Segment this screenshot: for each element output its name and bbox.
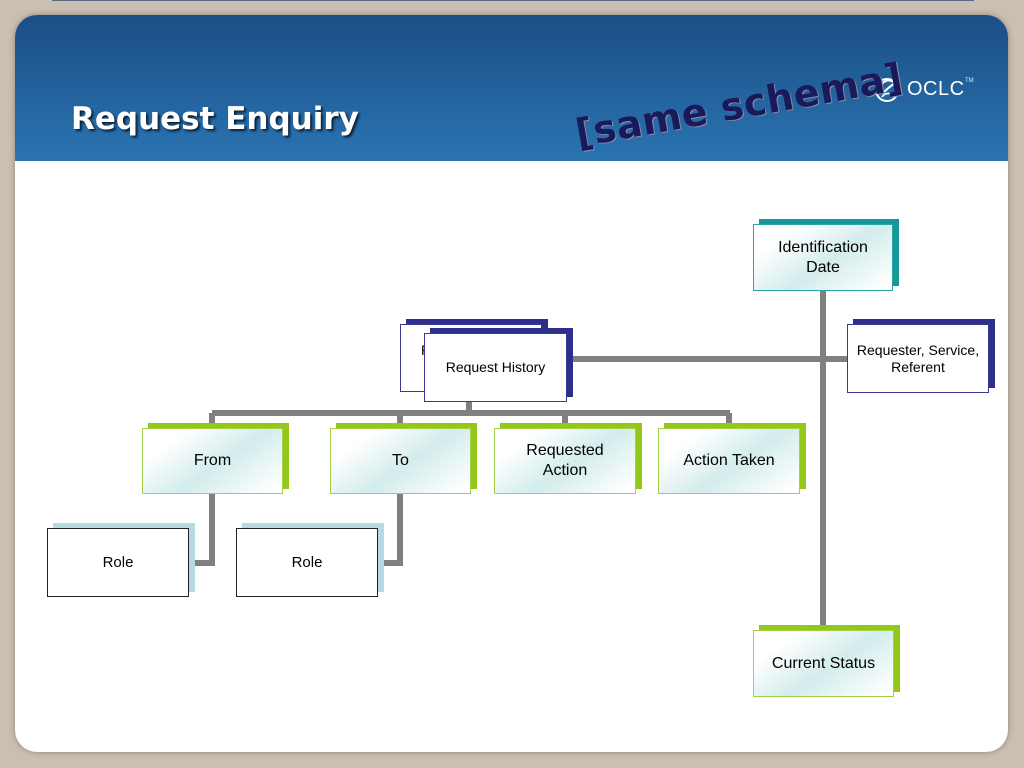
node-request-history-label: Request History	[445, 359, 546, 375]
oclc-globe-icon	[875, 78, 899, 102]
node-to-label: To	[392, 452, 409, 469]
oclc-logo: OCLC TM	[873, 73, 983, 107]
node-requester-label: Requester, Service, Referent	[856, 341, 980, 375]
node-requested-action-label: Requested Action	[526, 442, 604, 479]
node-requested-action: Requested Action	[494, 428, 636, 494]
node-role-to: Role	[236, 528, 378, 597]
node-identification-date-label: Identification Date	[778, 238, 868, 276]
node-to: To	[330, 428, 471, 494]
to-role-connector	[382, 494, 403, 566]
node-role-from: Role	[47, 528, 189, 597]
slide-title: Request Enquiry	[71, 101, 359, 137]
node-request-history: Request History	[424, 333, 567, 402]
node-requester-service-referent: Requester, Service, Referent	[847, 324, 989, 393]
node-identification-date: Identification Date	[753, 224, 893, 291]
title-banner	[15, 15, 1008, 161]
oclc-trademark: TM	[965, 78, 974, 84]
node-role-from-label: Role	[102, 553, 134, 571]
oclc-logo-text: OCLC	[907, 78, 965, 100]
node-role-to-label: Role	[291, 553, 323, 571]
node-from-label: From	[193, 452, 232, 469]
node-current-status-label: Current Status	[771, 654, 876, 672]
node-action-taken: Action Taken	[658, 428, 800, 494]
node-action-taken-label: Action Taken	[683, 452, 775, 469]
from-role-connector	[193, 494, 215, 566]
frame-top-line	[52, 0, 974, 1]
node-from: From	[142, 428, 283, 494]
node-current-status: Current Status	[753, 630, 894, 697]
